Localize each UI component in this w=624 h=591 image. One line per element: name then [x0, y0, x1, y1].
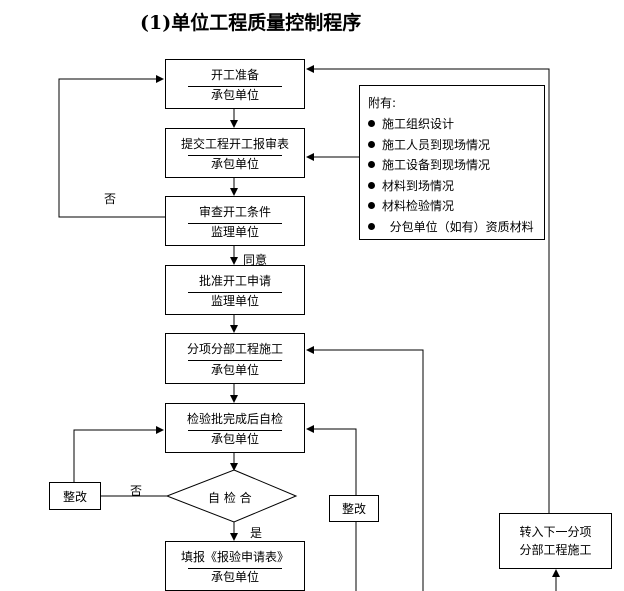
next-subdivision-box: 转入下一分项 分部工程施工	[499, 513, 612, 569]
attachment-item: 材料到场情况	[368, 176, 534, 197]
subdivision-construction-party: 承包单位	[210, 363, 259, 377]
divider	[188, 292, 282, 293]
loop-next-to-prep	[306, 65, 550, 513]
submit-report-label: 提交工程开工报审表	[180, 137, 289, 151]
bullet-icon	[368, 140, 375, 148]
next-subdivision-line2: 分部工程施工	[519, 543, 592, 557]
edge-label-no-check: 否	[130, 484, 143, 498]
divider	[188, 223, 282, 224]
review-conditions-label: 审查开工条件	[198, 205, 271, 219]
review-conditions-box: 审查开工条件 监理单位	[165, 196, 305, 246]
start-prep-box: 开工准备 承包单位	[165, 59, 305, 109]
rectify-right-box: 整改	[329, 495, 379, 522]
start-prep-label: 开工准备	[210, 68, 259, 82]
divider	[188, 360, 282, 361]
submit-report-party: 承包单位	[210, 157, 259, 171]
batch-self-check-label: 检验批完成后自检	[186, 412, 283, 426]
fill-application-label: 填报《报验申请表》	[180, 550, 289, 564]
decision-label: 自 检 合	[208, 491, 252, 505]
batch-self-check-box: 检验批完成后自检 承包单位	[165, 403, 305, 453]
start-prep-party: 承包单位	[210, 88, 259, 102]
divider	[188, 155, 282, 156]
attachment-item: 施工组织设计	[368, 114, 534, 135]
attachment-item: 施工设备到现场情况	[368, 155, 534, 176]
fill-application-box: 填报《报验申请表》 承包单位	[165, 541, 305, 591]
fill-application-party: 承包单位	[210, 570, 259, 584]
loop-rectify-right-to-check	[306, 425, 357, 495]
divider	[188, 86, 282, 87]
loop-to-construction	[306, 346, 424, 591]
decision-diamond	[165, 469, 298, 523]
bullet-icon	[368, 222, 375, 230]
batch-self-check-party: 承包单位	[210, 432, 259, 446]
loop-rectify-to-check	[73, 426, 164, 482]
edge-label-no-top: 否	[104, 192, 117, 206]
submit-report-box: 提交工程开工报审表 承包单位	[165, 128, 305, 178]
next-subdivision-line1: 转入下一分项	[519, 525, 592, 539]
review-conditions-party: 监理单位	[210, 225, 259, 239]
bullet-icon	[368, 181, 375, 189]
bullet-icon	[368, 120, 375, 127]
subdivision-construction-label: 分项分部工程施工	[186, 342, 283, 356]
bullet-icon	[368, 202, 375, 209]
approve-application-box: 批准开工申请 监理单位	[165, 265, 305, 315]
divider	[188, 430, 282, 431]
divider	[188, 568, 282, 569]
approve-application-party: 监理单位	[210, 294, 259, 308]
edge-label-yes: 是	[250, 526, 263, 540]
attachments-panel: 附有: 施工组织设计 施工人员到现场情况 施工设备到现场情况 材料到场情况 材料…	[359, 85, 545, 240]
edge-label-agree: 同意	[243, 253, 268, 267]
loop-review-to-prep	[58, 75, 165, 218]
bullet-icon	[368, 161, 375, 168]
approve-application-label: 批准开工申请	[198, 274, 271, 288]
attachment-item: 施工人员到现场情况	[368, 135, 534, 156]
attachments-heading: 附有:	[368, 96, 397, 110]
subdivision-construction-box: 分项分部工程施工 承包单位	[165, 333, 305, 384]
page-title: (1)单位工程质量控制程序	[140, 12, 362, 34]
attachments-list: 施工组织设计 施工人员到现场情况 施工设备到现场情况 材料到场情况 材料检验情况…	[368, 114, 534, 237]
attachment-item: 分包单位（如有）资质材料	[368, 217, 534, 238]
rectify-left-box: 整改	[49, 482, 101, 510]
attachment-item: 材料检验情况	[368, 196, 534, 217]
